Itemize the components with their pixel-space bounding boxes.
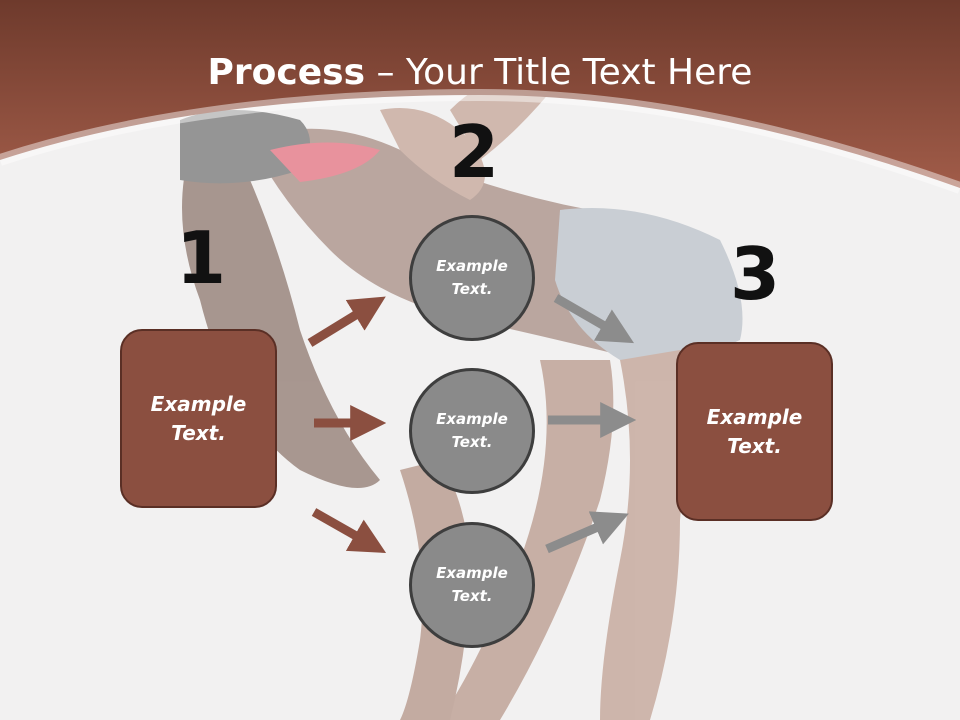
step-number-1: 1 xyxy=(176,216,227,300)
right-box-text: Example Text. xyxy=(706,404,803,458)
right-process-box: Example Text. xyxy=(676,342,833,521)
header-band xyxy=(0,0,960,194)
circle-top-text: Example Text. xyxy=(436,257,508,298)
circle-bottom: Example Text. xyxy=(409,522,535,648)
page-title: Process – Your Title Text Here xyxy=(0,52,960,93)
title-strong: Process xyxy=(207,52,366,93)
circle-top: Example Text. xyxy=(409,215,535,341)
left-process-box: Example Text. xyxy=(120,329,277,508)
title-rest: – Your Title Text Here xyxy=(365,52,753,93)
left-box-text: Example Text. xyxy=(150,391,247,445)
circle-bottom-text: Example Text. xyxy=(436,564,508,605)
circle-middle: Example Text. xyxy=(409,368,535,494)
step-number-2: 2 xyxy=(449,110,500,194)
step-number-3: 3 xyxy=(730,232,781,316)
circle-middle-text: Example Text. xyxy=(436,410,508,451)
